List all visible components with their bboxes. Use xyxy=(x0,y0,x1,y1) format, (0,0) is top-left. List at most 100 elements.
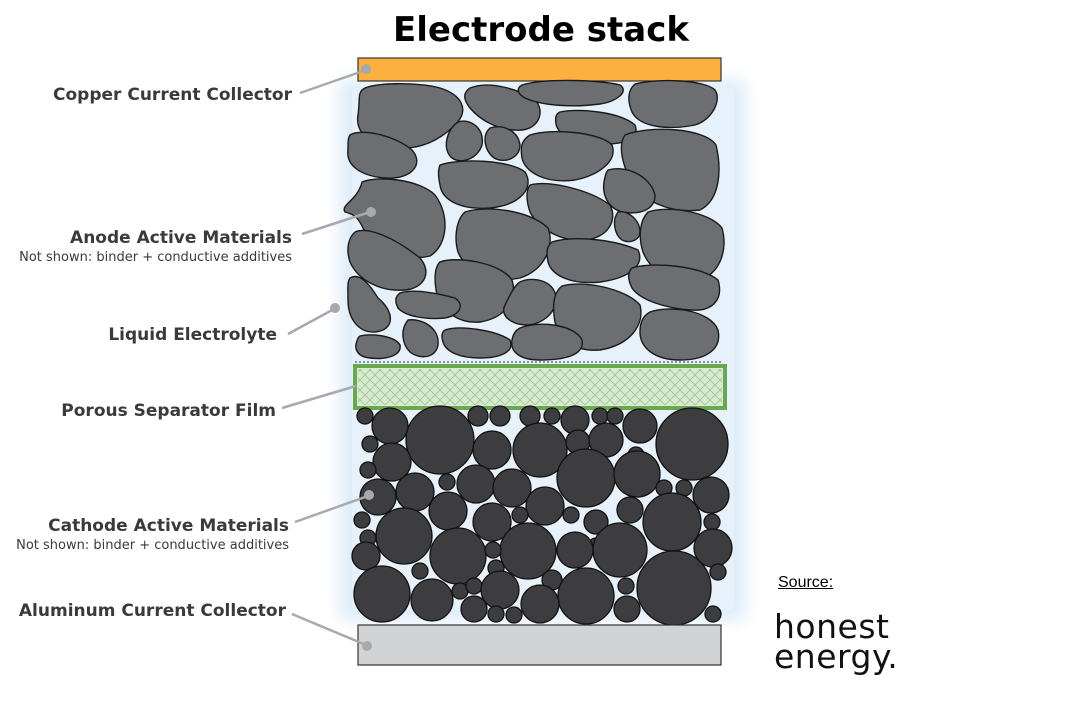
cathode-particle xyxy=(703,513,721,531)
leader-line-copper xyxy=(299,68,367,95)
cathode-particle xyxy=(456,464,496,504)
cathode-particle xyxy=(410,578,454,622)
note-cathode: Not shown: binder + conductive additives xyxy=(16,538,289,553)
cathode-particle xyxy=(655,407,729,481)
cathode-particle xyxy=(375,507,433,565)
cathode-particle xyxy=(353,565,411,623)
cathode-particle xyxy=(359,461,377,479)
label-cathode-active-materials: Cathode Active Materials xyxy=(48,516,289,536)
cathode-particle xyxy=(636,550,712,626)
anode-particle xyxy=(639,308,720,361)
cathode-particle xyxy=(465,577,483,595)
cathode-particle xyxy=(709,563,727,581)
leader-dot-anode xyxy=(366,207,376,217)
label-aluminum-current-collector: Aluminum Current Collector xyxy=(18,601,286,621)
cathode-particle xyxy=(359,478,397,516)
anode-particle xyxy=(503,278,557,326)
logo-line-2: energy. xyxy=(774,637,899,676)
anode-particle xyxy=(627,264,721,311)
cathode-particle xyxy=(557,567,615,625)
anode-particle xyxy=(628,79,718,129)
cathode-particles xyxy=(351,405,733,626)
anode-particle xyxy=(517,79,624,107)
cathode-particle xyxy=(583,509,609,535)
leader-lines xyxy=(281,64,376,651)
anode-particle xyxy=(437,160,529,209)
leader-line-cathode xyxy=(294,494,369,524)
cathode-particle xyxy=(505,606,523,624)
cathode-particle xyxy=(361,435,379,453)
cathode-particle xyxy=(562,506,580,524)
leader-dot-electrolyte xyxy=(330,303,340,313)
anode-particle xyxy=(347,275,392,333)
cathode-particle xyxy=(372,442,412,482)
cathode-particle xyxy=(472,430,512,470)
logo-line-1: honest xyxy=(774,607,890,646)
cathode-particle xyxy=(411,562,429,580)
label-porous-separator-film: Porous Separator Film xyxy=(61,401,276,421)
honest-energy-logo: honest energy. xyxy=(774,607,899,676)
anode-particle xyxy=(511,323,583,361)
cathode-particle xyxy=(692,476,730,514)
cathode-particle xyxy=(438,473,456,491)
anode-particle xyxy=(546,238,641,284)
cathode-particle xyxy=(405,405,475,475)
cathode-particle xyxy=(371,407,409,445)
leader-line-separator xyxy=(281,384,357,410)
leader-line-aluminum xyxy=(291,612,367,647)
leader-dot-cathode xyxy=(364,490,374,500)
anode-particle xyxy=(402,319,439,358)
cathode-particle xyxy=(489,405,511,427)
cathode-particle xyxy=(520,584,560,624)
cathode-particle xyxy=(591,407,609,425)
cathode-particle xyxy=(356,407,374,425)
cathode-particle xyxy=(395,472,435,512)
label-copper-current-collector: Copper Current Collector xyxy=(53,85,292,105)
cathode-particle xyxy=(480,570,520,610)
cathode-particle xyxy=(556,531,594,569)
cathode-particle xyxy=(592,522,648,578)
anode-particles xyxy=(343,79,725,361)
cathode-particle xyxy=(428,491,468,531)
cathode-particle xyxy=(642,492,702,552)
anode-particle xyxy=(484,126,521,162)
cathode-particle xyxy=(353,511,371,529)
anode-particle xyxy=(441,327,512,359)
note-anode: Not shown: binder + conductive additives xyxy=(19,250,292,265)
anode-particle xyxy=(455,208,551,280)
leader-line-anode xyxy=(301,210,371,236)
anode-particle xyxy=(520,130,614,182)
anode-particle xyxy=(395,290,461,320)
cathode-particle xyxy=(606,407,624,425)
leader-line-electrolyte xyxy=(287,307,335,336)
cathode-particle xyxy=(616,496,644,524)
cathode-particle xyxy=(543,407,561,425)
aluminum-current-collector xyxy=(357,624,722,666)
anode-particle xyxy=(355,334,401,360)
leader-dot-copper xyxy=(361,64,371,74)
cathode-particle xyxy=(429,527,487,585)
anode-particle xyxy=(464,84,541,131)
cathode-particle xyxy=(613,450,661,498)
cathode-particle xyxy=(351,541,381,571)
anode-particle xyxy=(613,211,641,243)
copper-current-collector xyxy=(357,57,722,82)
source-label: Source: xyxy=(778,574,834,591)
anode-particle xyxy=(347,229,427,291)
cathode-particle xyxy=(512,422,568,478)
leader-dot-aluminum xyxy=(362,641,372,651)
cathode-particle xyxy=(467,405,489,427)
cathode-particle xyxy=(556,448,616,508)
anode-particle xyxy=(445,120,484,162)
cathode-particle xyxy=(622,408,658,444)
cathode-particle xyxy=(484,541,502,559)
cathode-particle xyxy=(492,468,532,508)
anode-particle xyxy=(357,83,464,149)
cathode-particle xyxy=(704,605,722,623)
cathode-particle xyxy=(487,605,505,623)
anode-particle xyxy=(347,131,418,179)
cathode-particle xyxy=(511,506,529,524)
cathode-particle xyxy=(460,595,488,623)
